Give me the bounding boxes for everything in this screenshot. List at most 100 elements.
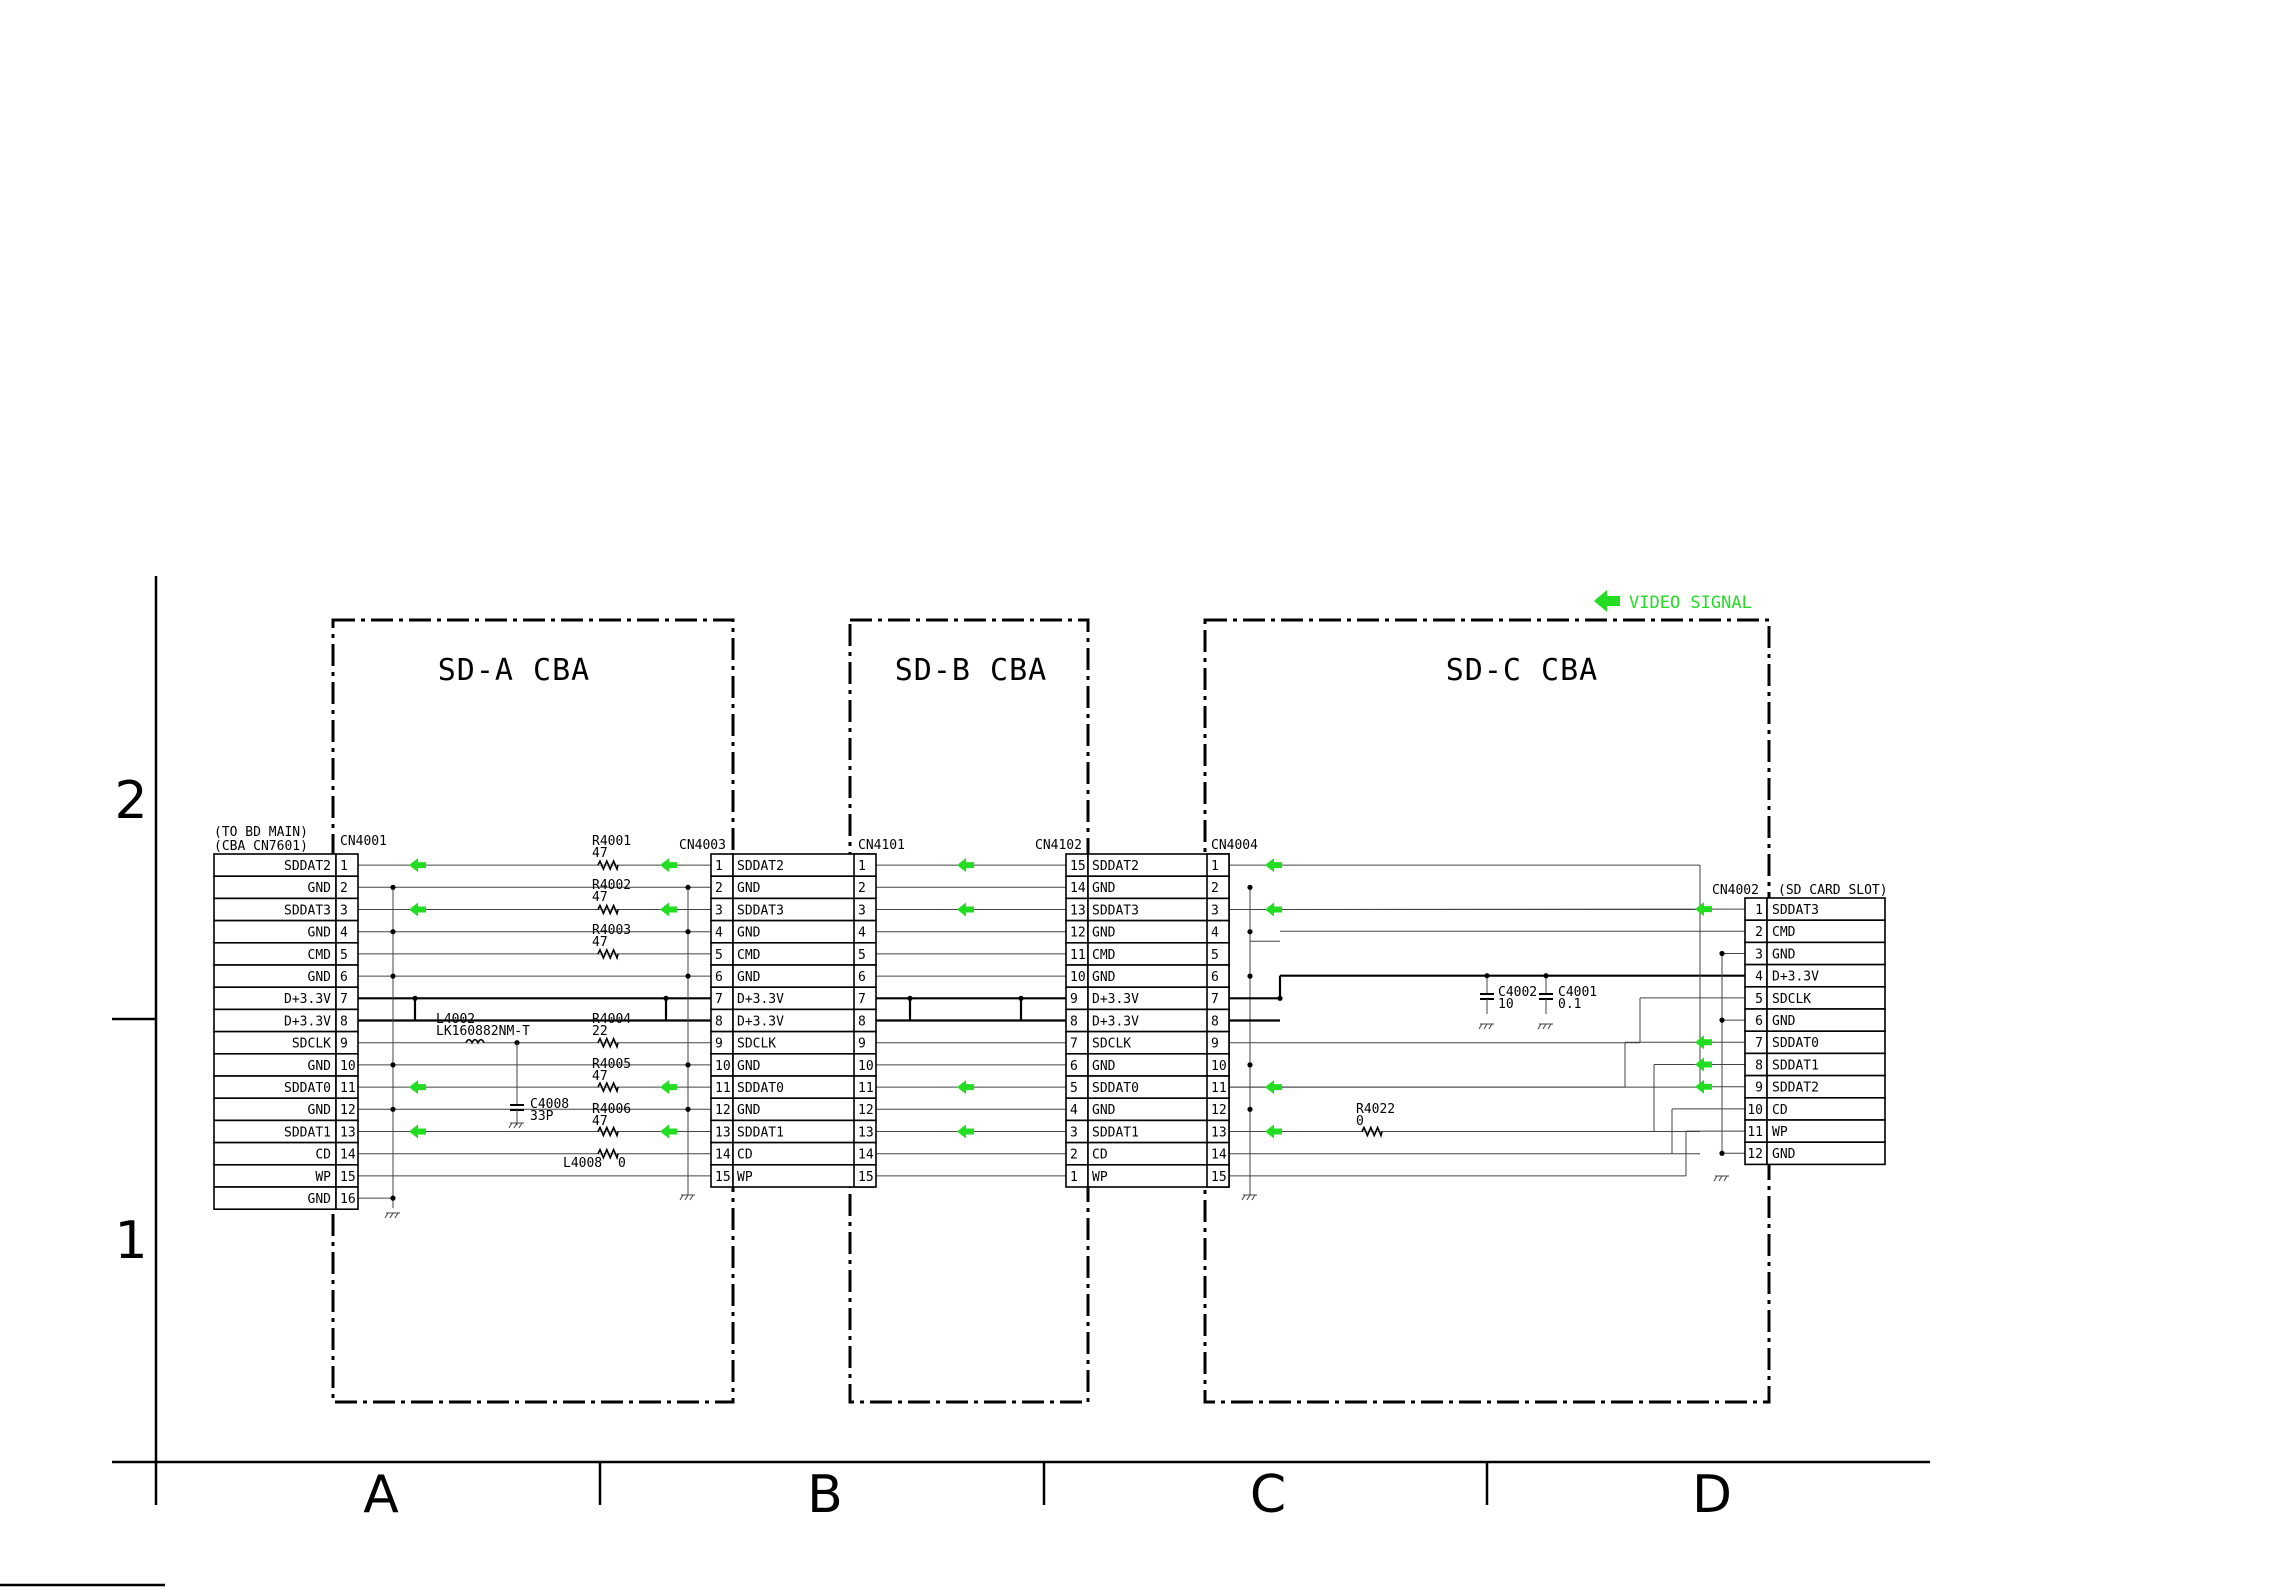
c4008-ref: C4008 bbox=[530, 1097, 569, 1112]
cn4001-block-signal-text: SDDAT3 bbox=[284, 903, 331, 918]
cn4001-block-pin-text: 7 bbox=[340, 992, 348, 1007]
cn4102-block-signal-text: GND bbox=[1092, 1103, 1116, 1118]
cn4004-block-pin-text: 5 bbox=[1211, 948, 1219, 963]
cn4101-block-pin-text: 13 bbox=[858, 1125, 874, 1140]
cn4001-block-pin-text: 8 bbox=[340, 1014, 348, 1029]
cn4102-block-signal-text: GND bbox=[1092, 1059, 1116, 1074]
video-signal-arrow-icon bbox=[660, 1080, 677, 1095]
cn4001-block-signal-text: D+3.3V bbox=[284, 992, 331, 1007]
cn4003-label: CN4003 bbox=[679, 838, 726, 853]
cn4002-pin-text: 8 bbox=[1755, 1058, 1763, 1073]
cn4002-pin-text: 12 bbox=[1747, 1147, 1763, 1162]
cn4002-signal-text: WP bbox=[1772, 1125, 1788, 1140]
video-signal-arrow-icon bbox=[660, 902, 677, 917]
cn4102-block-signal-text: GND bbox=[1092, 926, 1116, 941]
cn4003-block-pin-text: 15 bbox=[715, 1170, 731, 1185]
resistor-l4008 bbox=[597, 1147, 619, 1161]
cn4003-block-signal-text: CMD bbox=[737, 948, 761, 963]
cn4101-block-pin-text: 6 bbox=[858, 970, 866, 985]
cn4003-block-signal-text: SDDAT3 bbox=[737, 903, 784, 918]
cn4002-pin-text: 1 bbox=[1755, 903, 1763, 918]
c4008-value: 33P bbox=[530, 1109, 554, 1124]
cn4102-label: CN4102 bbox=[1035, 838, 1082, 853]
cn4001-block-signal-text: SDDAT1 bbox=[284, 1125, 331, 1140]
cn4001-block-pin-text: 16 bbox=[340, 1192, 356, 1207]
video-signal-arrow-icon bbox=[1695, 1057, 1712, 1072]
board-titles: SD-A CBA SD-B CBA SD-C CBA bbox=[438, 653, 1598, 688]
cn4001-block-signal-text: D+3.3V bbox=[284, 1014, 331, 1029]
r4004-ref: R4004 bbox=[592, 1012, 631, 1027]
cn4002-signal-text: GND bbox=[1772, 947, 1796, 962]
ground-symbol bbox=[508, 1122, 513, 1129]
cn4003-block-signal-text: GND bbox=[737, 926, 761, 941]
cn4002-signal-text: GND bbox=[1772, 1014, 1796, 1029]
r4022-value: 0 bbox=[1356, 1114, 1364, 1129]
cn4004-block-pin-text: 9 bbox=[1211, 1037, 1219, 1052]
cn4102-block-signal-text: SDDAT2 bbox=[1092, 859, 1139, 874]
cn4003-block-signal-text: WP bbox=[737, 1170, 753, 1185]
cn4001-block-pin-text: 15 bbox=[340, 1170, 356, 1185]
video-signal-arrow-icon bbox=[1265, 902, 1282, 917]
video-signal-arrow-icon bbox=[1594, 590, 1620, 612]
cn4003-block-signal-text: D+3.3V bbox=[737, 992, 784, 1007]
video-signal-arrow-icon bbox=[1265, 858, 1282, 873]
ground-symbol bbox=[1251, 1194, 1256, 1201]
cn4002-signal-text: SDCLK bbox=[1772, 992, 1811, 1007]
cn4001-block-pin-text: 14 bbox=[340, 1148, 356, 1163]
cn4001-block-signal-text: GND bbox=[308, 1192, 332, 1207]
cn4101-block-pin-text: 9 bbox=[858, 1037, 866, 1052]
cn4003-block-pin-text: 3 bbox=[715, 903, 723, 918]
cn4001-note-2: (CBA CN7601) bbox=[214, 839, 308, 854]
cn4003-block-pin-text: 1 bbox=[715, 859, 723, 874]
cn4003-block-pin-text: 8 bbox=[715, 1014, 723, 1029]
junction-dot bbox=[1719, 1150, 1725, 1156]
cn4001-label: CN4001 bbox=[340, 834, 387, 849]
junction-dot bbox=[390, 929, 396, 935]
junction-dot bbox=[1247, 1106, 1253, 1112]
video-signal-arrow-icon bbox=[660, 1124, 677, 1139]
ground-symbol bbox=[1723, 1175, 1728, 1182]
ground-symbol bbox=[684, 1194, 689, 1201]
ground-symbol bbox=[689, 1194, 694, 1201]
video-signal-arrow-icon bbox=[409, 902, 426, 917]
component-labels: R4001 47 R4002 47 R4003 47 R4004 22 R400… bbox=[436, 834, 1597, 1171]
video-signal-arrow-icon bbox=[957, 1124, 974, 1139]
cn4002-signal-text: CMD bbox=[1772, 925, 1796, 940]
cn4004-block-pin-text: 7 bbox=[1211, 992, 1219, 1007]
cn4003-block-pin-text: 5 bbox=[715, 948, 723, 963]
cn4003-block-signal-text: SDDAT2 bbox=[737, 859, 784, 874]
cn4102-block-pin-text: 15 bbox=[1070, 859, 1086, 874]
junction-dot bbox=[685, 1062, 691, 1068]
cn4001-block-pin-text: 6 bbox=[340, 970, 348, 985]
ground-symbol bbox=[1713, 1175, 1718, 1182]
cn4102-block-pin-text: 12 bbox=[1070, 926, 1086, 941]
l4008-ref: L4008 bbox=[563, 1156, 602, 1171]
cn4002-pin-text: 7 bbox=[1755, 1036, 1763, 1051]
r4003-value: 47 bbox=[592, 935, 608, 950]
junction-dot bbox=[685, 973, 691, 979]
cn4102-block-pin-text: 6 bbox=[1070, 1059, 1078, 1074]
cn4002-note: (SD CARD SLOT) bbox=[1778, 883, 1888, 898]
cn4002-signal-text: CD bbox=[1772, 1103, 1788, 1118]
cn4003-block-pin-text: 2 bbox=[715, 881, 723, 896]
cn4102-block-signal-text: WP bbox=[1092, 1170, 1108, 1185]
r4022-ref: R4022 bbox=[1356, 1102, 1395, 1117]
cn4102-block-pin-text: 8 bbox=[1070, 1014, 1078, 1029]
video-signal-arrow-icon bbox=[409, 1080, 426, 1095]
r4005-value: 47 bbox=[592, 1069, 608, 1084]
cn4001-block-signal-text: WP bbox=[315, 1170, 331, 1185]
cn4002-pin-text: 6 bbox=[1755, 1014, 1763, 1029]
junction-dot bbox=[390, 1062, 396, 1068]
cn4101-block-pin-text: 5 bbox=[858, 948, 866, 963]
cn4102-block-pin-text: 14 bbox=[1070, 881, 1086, 896]
col-label-a: A bbox=[363, 1465, 399, 1525]
cn4101-block-pin-text: 3 bbox=[858, 903, 866, 918]
ground-symbol bbox=[1547, 1023, 1552, 1030]
resistor-r4005 bbox=[597, 1081, 619, 1094]
col-label-c: C bbox=[1250, 1465, 1286, 1525]
junction-dot bbox=[1247, 884, 1253, 890]
ground-symbol bbox=[518, 1122, 523, 1129]
